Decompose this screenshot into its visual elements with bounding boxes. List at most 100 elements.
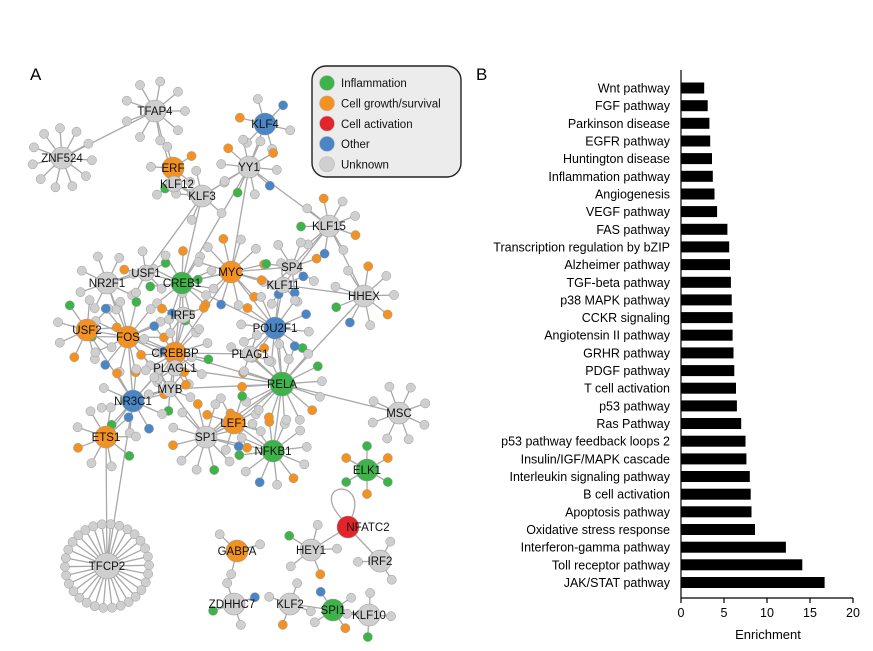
network-hub-label: CREB1 — [163, 278, 201, 290]
legend-swatch — [319, 115, 335, 132]
network-leaf-node — [96, 402, 107, 413]
category-label: GRHR pathway — [583, 346, 671, 360]
network-leaf-node — [232, 187, 243, 198]
network-leaf-node — [140, 577, 151, 588]
network-leaf-node — [100, 360, 111, 370]
network-leaf-node — [237, 391, 248, 402]
network-hub-node — [263, 316, 287, 340]
network-edge — [105, 436, 108, 567]
network-leaf-node — [312, 361, 323, 372]
network-leaf-node — [157, 303, 167, 314]
category-label: Oxidative stress response — [526, 523, 670, 537]
network-leaf-node — [256, 292, 267, 302]
network-hub-label: KLF15 — [312, 221, 346, 233]
network-leaf-node — [362, 632, 373, 642]
network-leaf-node — [106, 342, 117, 353]
bar — [681, 347, 734, 359]
legend-swatch — [319, 95, 335, 112]
network-leaf-node — [64, 300, 75, 311]
network-edge — [145, 195, 203, 274]
network-leaf-node — [367, 417, 378, 428]
network-leaf-node — [277, 619, 288, 630]
network-leaf-node — [302, 203, 313, 214]
network-leaf-node — [177, 407, 188, 418]
category-label: Toll receptor pathway — [552, 558, 671, 572]
network-leaf-node — [123, 597, 134, 607]
network-hub-label: TFCP2 — [89, 561, 125, 573]
network-leaf-node — [285, 125, 296, 136]
network-hub-label: NFATC2 — [346, 522, 389, 534]
network-leaf-node — [311, 253, 322, 264]
network-hub-label: LEF1 — [220, 418, 248, 430]
network-hub-node — [121, 389, 145, 413]
network-hub-node — [274, 276, 292, 294]
bar — [681, 577, 825, 588]
network-leaf-node — [29, 142, 39, 153]
network-leaf-node — [135, 535, 146, 546]
network-leaf-node — [121, 95, 132, 106]
network-leaf-node — [131, 364, 142, 375]
network-leaf-node — [382, 477, 393, 487]
network-leaf-node — [289, 341, 300, 351]
network-hub-node — [253, 112, 277, 136]
network-edge — [181, 166, 250, 284]
category-label: Transcription regulation by bZIP — [493, 240, 670, 254]
network-leaf-node — [180, 106, 190, 116]
network-leaf-node — [268, 148, 279, 158]
network-hub-node — [237, 155, 261, 179]
network-leaf-node — [176, 455, 187, 466]
network-hub-node — [174, 306, 192, 324]
network-leaf-node — [105, 519, 116, 530]
network-leaf-node — [75, 287, 86, 297]
network-leaf-node — [266, 299, 277, 309]
network-leaf-node — [50, 182, 61, 193]
bar — [681, 259, 730, 271]
network-leaf-node — [353, 556, 363, 567]
network-leaf-node — [61, 570, 71, 581]
network-leaf-node — [236, 319, 247, 330]
network-leaf-node — [301, 309, 311, 320]
network-leaf-node — [185, 392, 196, 403]
network-hub-node — [95, 271, 119, 295]
network-leaf-node — [81, 171, 91, 181]
network-leaf-node — [301, 442, 312, 452]
network-leaf-node — [319, 248, 330, 259]
network-edge — [181, 195, 203, 284]
x-axis-title: Enrichment — [735, 627, 801, 642]
network-leaf-node — [136, 350, 146, 360]
category-label: Ras Pathway — [596, 417, 670, 431]
network-hub-node — [137, 264, 155, 282]
network-hub-label: PLAG1 — [231, 349, 268, 361]
category-label: TGF-beta pathway — [566, 276, 670, 290]
network-leaf-node — [216, 393, 226, 404]
legend-swatch — [319, 136, 335, 152]
network-hub-label: TFAP4 — [137, 106, 173, 118]
network-edge — [282, 284, 365, 297]
network-leaf-node — [98, 602, 109, 613]
network-edge — [248, 166, 330, 227]
network-leaf-node — [85, 406, 96, 417]
network-edge — [230, 166, 250, 273]
network-hub-node — [387, 401, 411, 425]
network-hub-label: GABPA — [218, 546, 257, 558]
network-hub-label: MYC — [218, 267, 244, 279]
network-leaf-node — [283, 354, 294, 364]
network-leaf-node — [338, 245, 349, 255]
bar — [681, 435, 746, 447]
network-leaf-node — [318, 193, 329, 204]
network-hub-label: MSC — [386, 408, 412, 420]
network-leaf-node — [341, 477, 352, 487]
network-leaf-node — [168, 422, 179, 433]
category-label: Interferon-gamma pathway — [521, 541, 671, 555]
bar — [681, 471, 750, 482]
network-leaf-node — [130, 591, 141, 602]
network-leaf-node — [296, 221, 306, 232]
network-leaf-node — [210, 399, 221, 410]
network-hub-node — [299, 538, 323, 562]
network-leaf-node — [136, 585, 147, 595]
network-leaf-node — [384, 381, 395, 392]
network-hub-node — [283, 258, 301, 276]
